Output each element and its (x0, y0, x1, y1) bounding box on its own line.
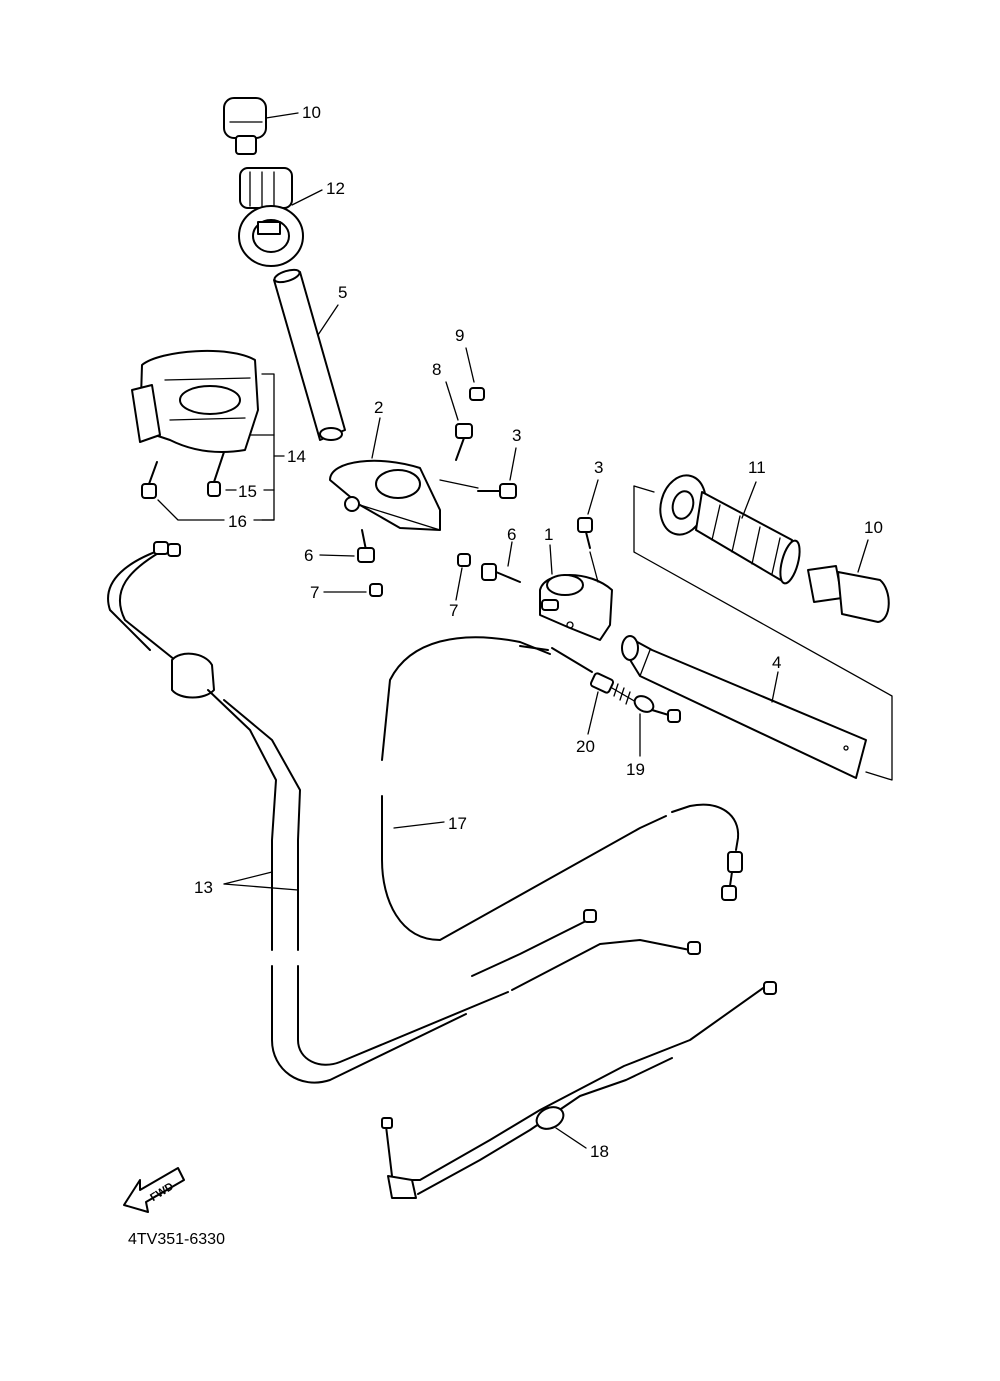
screw-15 (207, 451, 225, 497)
lever-holder-2 (329, 459, 441, 531)
leader-8 (445, 381, 459, 421)
bolt-8 (455, 423, 473, 461)
leader-20 (587, 691, 599, 735)
leader-13b (223, 883, 299, 891)
bar-end-weight-right-10 (807, 565, 890, 623)
callout-17: 17 (448, 814, 467, 833)
leader-10-right (857, 539, 869, 573)
callout-8: 8 (432, 360, 441, 379)
assembly-bracket-right-top (633, 485, 655, 493)
callout-12: 12 (326, 179, 345, 198)
callout-3-left: 3 (512, 426, 521, 445)
callout-2: 2 (374, 398, 383, 417)
leader-2 (371, 417, 381, 459)
callout-7-left: 7 (310, 583, 319, 602)
leader-17 (393, 821, 445, 829)
callout-9: 9 (455, 326, 464, 345)
callout-15: 15 (238, 482, 257, 501)
locknut-19 (633, 695, 681, 723)
leader-4 (771, 671, 779, 703)
diagram-code: 4TV351-6330 (128, 1231, 225, 1248)
leader-13a (223, 871, 273, 885)
cable-adjuster-20 (589, 672, 637, 705)
callout-10-right: 10 (864, 518, 883, 537)
leader-14-bracket (261, 373, 275, 521)
bolt-6-right (481, 563, 521, 583)
callout-20: 20 (576, 737, 595, 756)
leader-1-b (589, 551, 599, 583)
clutch-cable-17 (381, 636, 743, 941)
bolt-3-right (577, 517, 593, 549)
leader-1-a (549, 544, 553, 575)
bolt-6-left (357, 529, 375, 563)
callout-5: 5 (338, 283, 347, 302)
handlebar-tube-right (621, 635, 867, 779)
callout-6-left: 6 (304, 546, 313, 565)
callout-3-right: 3 (594, 458, 603, 477)
callout-4: 4 (772, 653, 781, 672)
leader-3-right (587, 479, 599, 515)
leader-9 (465, 347, 475, 383)
screw-7-right (457, 553, 471, 567)
forward-arrow-icon (123, 1167, 185, 1213)
callout-1: 1 (544, 525, 553, 544)
callout-7-right: 7 (449, 601, 458, 620)
leader-10-top (265, 112, 299, 119)
callout-14: 14 (287, 447, 306, 466)
callout-18: 18 (590, 1142, 609, 1161)
screw-7-left (369, 583, 383, 597)
callout-6-right: 6 (507, 525, 516, 544)
leader-6-left (319, 554, 355, 557)
leader-7-right (455, 567, 463, 601)
callout-13: 13 (194, 878, 213, 897)
callout-19: 19 (626, 760, 645, 779)
throttle-housing-1 (539, 574, 613, 641)
callout-10-top: 10 (302, 103, 321, 122)
callout-16: 16 (228, 512, 247, 531)
callout-11: 11 (748, 458, 766, 477)
throttle-cables-13 (107, 541, 701, 1084)
starter-cable-18 (381, 981, 777, 1199)
leader-11 (741, 481, 757, 519)
screw-16 (141, 461, 158, 499)
leader-12 (291, 189, 323, 206)
screw-9 (469, 387, 485, 401)
leader-5 (317, 304, 339, 336)
leader-3-left-b (439, 479, 479, 489)
leader-16 (157, 499, 225, 521)
leader-3-left-a (509, 447, 517, 481)
bar-end-weight-top (223, 97, 267, 155)
leader-6-right (507, 541, 513, 567)
assembly-bracket-right (633, 485, 893, 781)
leader-18 (555, 1127, 587, 1149)
throttle-grip-top (238, 167, 304, 267)
throttle-grip-right-11 (659, 474, 801, 585)
switch-housing-left (131, 349, 259, 453)
handlebar-tube-left (273, 268, 346, 441)
bolt-3-left (477, 483, 517, 499)
